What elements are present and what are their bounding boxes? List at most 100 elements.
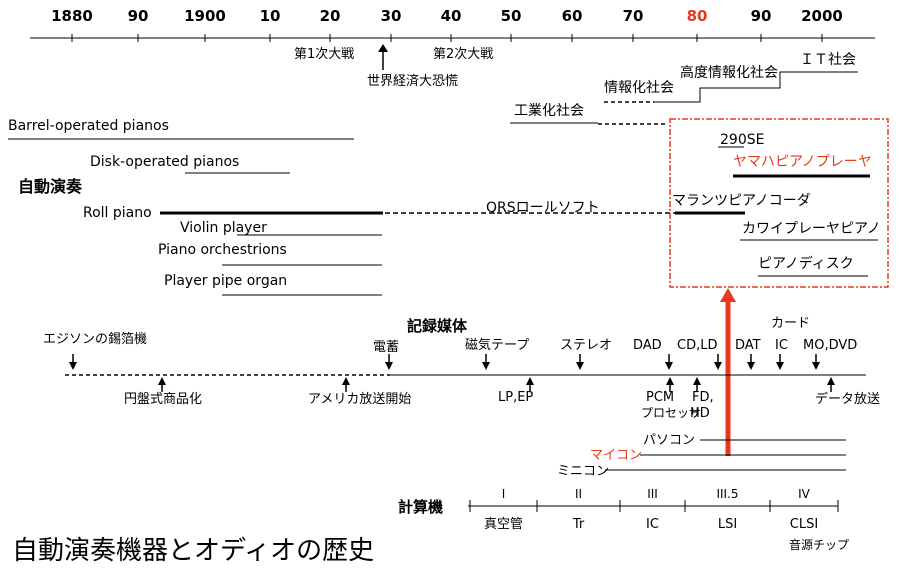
tick-label: 1880: [51, 7, 93, 25]
down-arrow-head: [385, 362, 393, 370]
device-label: IC: [646, 517, 659, 532]
data-broadcast-label: データ放送: [815, 391, 880, 407]
tick-label: 70: [623, 7, 644, 25]
orchestrions-label: Piano orchestrions: [158, 242, 287, 258]
tick-label: 80: [687, 7, 708, 25]
device-label: Tr: [572, 517, 585, 532]
kawai-label: カワイプレーヤピアノ: [742, 221, 881, 237]
pianodisc-label: ピアノディスク: [758, 255, 854, 272]
us-broadcast-label: アメリカ放送開始: [308, 392, 411, 407]
tick-label: 50: [501, 7, 522, 25]
dat-label: DAT: [735, 338, 761, 353]
society-information: 情報化社会: [604, 80, 674, 96]
device-label: CLSI: [790, 517, 818, 532]
timeline-axis: 1880 90 1900 10 20 30 40 50 60 70 80 90 2000: [30, 7, 875, 42]
disk-label: Disk-operated pianos: [90, 154, 239, 170]
generation-label: III.5: [716, 487, 738, 501]
media-section: 記録媒体 エジソンの錫箔機 電蓄 磁気テープ ステレオ DAD CD,LD DA…: [43, 316, 880, 421]
up-arrow-head: [666, 377, 674, 385]
down-arrows: [69, 354, 820, 370]
up-arrow-head: [158, 377, 166, 385]
computer-heading: 計算機: [398, 498, 443, 516]
mo-dvd-label: MO,DVD: [803, 338, 857, 353]
player-heading: 自動演奏: [18, 177, 83, 196]
stereo-label: ステレオ: [560, 338, 612, 353]
tick-label: 20: [320, 7, 341, 25]
personal-label: パソコン: [643, 433, 695, 448]
up-arrow-head: [827, 377, 835, 385]
down-arrow-head: [665, 362, 673, 370]
world-events: 第1次大戦 世界経済大恐慌 第2次大戦: [294, 44, 493, 89]
society-industrial: 工業化社会: [514, 103, 584, 119]
society-stages: 工業化社会 情報化社会 高度情報化社会 ＩＴ社会: [510, 52, 858, 125]
yamaha-label: ヤマハピアノプレーヤ: [733, 154, 872, 170]
micro-label: マイコン: [590, 448, 642, 463]
tick-labels: 1880 90 1900 10 20 30 40 50 60 70 80 90 2000: [51, 7, 843, 25]
highlight-frame: [669, 118, 889, 288]
hd-label: HD: [690, 406, 710, 421]
magnetic-tape-label: 磁気テープ: [465, 337, 529, 353]
violin-label: Violin player: [180, 220, 267, 236]
red-arrow-head: [720, 288, 736, 302]
pipe-organ-label: Player pipe organ: [164, 273, 287, 289]
fd-label: FD,: [692, 390, 714, 405]
page-title: 自動演奏機器とオディオの歴史: [12, 536, 374, 566]
generation-label: II: [575, 487, 582, 501]
device-label: 真空管: [484, 517, 523, 532]
cd-ld-label: CD,LD: [677, 338, 717, 353]
disc-commercial-label: 円盤式商品化: [124, 392, 202, 407]
processor-label: プロセッサ: [641, 406, 701, 420]
tick-label: 10: [260, 7, 281, 25]
mini-label: ミニコン: [557, 464, 609, 479]
society-it: ＩＴ社会: [800, 52, 856, 68]
down-arrow-head: [812, 362, 820, 370]
tick-label: 60: [562, 7, 583, 25]
tick-label: 2000: [801, 7, 843, 25]
tick-label: 90: [128, 7, 149, 25]
electric-rec-label: 電蓄: [373, 340, 399, 355]
device-label: LSI: [718, 517, 737, 532]
lp-ep-label: LP,EP: [498, 390, 533, 405]
dad-label: DAD: [633, 338, 662, 353]
tick-marks: [71, 34, 823, 42]
up-arrow-head: [693, 377, 701, 385]
roll-label: Roll piano: [83, 205, 152, 221]
marantz-label: マランツピアノコーダ: [672, 193, 811, 209]
tick-label: 1900: [184, 7, 226, 25]
ic-label: IC: [775, 338, 788, 353]
se290-label: 290SE: [720, 132, 764, 148]
tick-label: 30: [381, 7, 402, 25]
down-arrow-head: [714, 362, 722, 370]
event-depression: 世界経済大恐慌: [367, 73, 458, 89]
generation-label: IV: [798, 487, 811, 501]
qrs-label: QRSロールソフト: [486, 200, 600, 216]
up-arrow-head: [526, 377, 534, 385]
event-ww1: 第1次大戦: [294, 46, 354, 62]
red-up-arrow: [720, 288, 736, 456]
tick-label: 40: [441, 7, 462, 25]
up-arrow-head: [342, 377, 350, 385]
society-advanced: 高度情報化社会: [680, 64, 778, 81]
advanced-step-line: [683, 71, 858, 103]
generation-label: III: [647, 487, 658, 501]
down-arrow-head: [69, 362, 77, 370]
down-arrow-head: [747, 362, 755, 370]
depression-arrow-head: [378, 44, 388, 52]
down-arrow-head: [576, 362, 584, 370]
down-arrow-head: [776, 362, 784, 370]
edison-label: エジソンの錫箔機: [43, 331, 147, 347]
up-arrows: [158, 377, 835, 392]
barrel-label: Barrel-operated pianos: [8, 118, 169, 134]
media-heading: 記録媒体: [407, 317, 468, 335]
down-arrow-head: [482, 362, 490, 370]
card-label: カード: [771, 316, 810, 331]
sound-chip-label: 音源チップ: [789, 537, 849, 552]
generation-dividers: [469, 500, 839, 512]
modern-players-box: 290SE ヤマハピアノプレーヤ マランツピアノコーダ カワイプレーヤピアノ ピ…: [669, 118, 889, 288]
event-ww2: 第2次大戦: [433, 46, 493, 62]
device-labels: 真空管 Tr IC LSI CLSI: [484, 517, 818, 532]
tick-label: 90: [751, 7, 772, 25]
